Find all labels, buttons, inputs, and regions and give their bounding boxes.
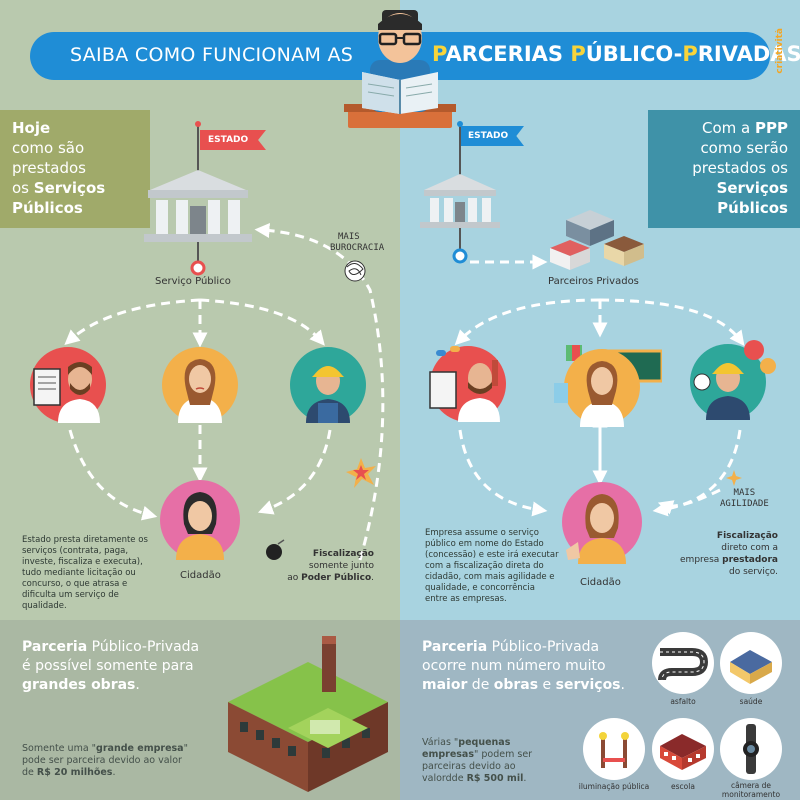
right-title-servicos: Serviços — [716, 179, 788, 197]
camera-icon-circle — [720, 718, 782, 780]
tangled-bureaucracy-icon — [344, 260, 366, 282]
worker-avatar-right-icon — [690, 340, 776, 420]
left-flag-estado: ESTADO — [200, 130, 266, 150]
header-right-text: PARCERIAS PÚBLICO-PRIVADAS — [432, 42, 800, 66]
road-icon — [658, 648, 709, 681]
escola-label: escola — [671, 782, 695, 791]
street-lamp-icon — [599, 732, 629, 768]
camera-label: câmera de monitoramento — [721, 781, 781, 799]
bottom-right-title: Parceria Público-Privada ocorre num núme… — [422, 639, 625, 693]
right-title-line2: prestados os — [692, 159, 788, 177]
asfalto-label: asfalto — [670, 697, 696, 706]
left-fiscalizacao: Fiscalização somente junto ao Poder Públ… — [287, 549, 374, 583]
asphalt-icon-circle — [652, 632, 714, 694]
right-citizen-label: Cidadão — [580, 577, 621, 588]
left-node-label: Serviço Público — [155, 276, 231, 287]
right-fiscalizacao: Fiscalização direto com a empresa presta… — [680, 531, 778, 577]
teacher-avatar-right-icon — [554, 345, 662, 427]
lighting-icon-circle — [583, 718, 645, 780]
government-building-icon — [144, 121, 252, 276]
right-title-line1: como serão — [700, 139, 788, 157]
left-title-publicos: Públicos — [12, 199, 83, 217]
bomb-icon — [266, 539, 285, 560]
bottom-right-note: Várias "pequenas empresas" podem ser par… — [422, 737, 533, 784]
right-flag-estado: ESTADO — [460, 126, 524, 146]
right-node-label: Parceiros Privados — [548, 276, 639, 287]
flow-arrows — [64, 222, 745, 561]
iluminacao-label: iluminação pública — [578, 782, 650, 791]
header-left-text: SAIBA COMO FUNCIONAM AS — [70, 44, 354, 66]
left-title-box: Hoje como são prestados os Serviços Públ… — [0, 110, 150, 228]
school-icon-circle — [652, 718, 714, 780]
citizen-avatar-right-icon — [562, 482, 642, 564]
left-title-line1: como são — [12, 139, 85, 157]
bottom-left-note: Somente uma "grande empresa" pode ser pa… — [22, 743, 188, 778]
citizen-avatar-left-icon — [160, 480, 240, 560]
school-building-icon — [660, 734, 706, 770]
saude-label: saúde — [739, 697, 763, 706]
left-title-hoje: Hoje — [12, 119, 51, 137]
health-building-icon — [730, 650, 772, 684]
private-partners-buildings-icon — [550, 210, 644, 270]
health-icon-circle — [720, 632, 782, 694]
doctor-avatar-right-icon — [429, 346, 506, 422]
large-factory-icon — [228, 636, 388, 792]
reader-character-icon — [344, 10, 456, 128]
right-title-box: Com a PPP como serão prestados os Serviç… — [648, 110, 800, 228]
right-description: Empresa assume o serviço público em nome… — [425, 528, 559, 604]
right-title-publicos: Públicos — [717, 199, 788, 217]
burocracia-label: MAIS BUROCRACIA — [330, 232, 385, 253]
government-building-right-icon — [420, 121, 500, 264]
left-title-line2: prestados — [12, 159, 86, 177]
doctor-avatar-icon — [30, 347, 106, 423]
agilidade-label: MAIS AGILIDADE — [720, 488, 769, 509]
bottom-left-title: Parceria Público-Privada é possível some… — [22, 639, 200, 693]
worker-avatar-icon — [290, 347, 366, 423]
left-description: Estado presta diretamente os serviços (c… — [22, 535, 148, 611]
sparkle-star-icon — [726, 470, 742, 486]
left-citizen-label: Cidadão — [180, 570, 221, 581]
teacher-avatar-icon — [162, 347, 238, 423]
security-camera-icon — [743, 724, 759, 774]
explosion-icon — [346, 458, 376, 488]
